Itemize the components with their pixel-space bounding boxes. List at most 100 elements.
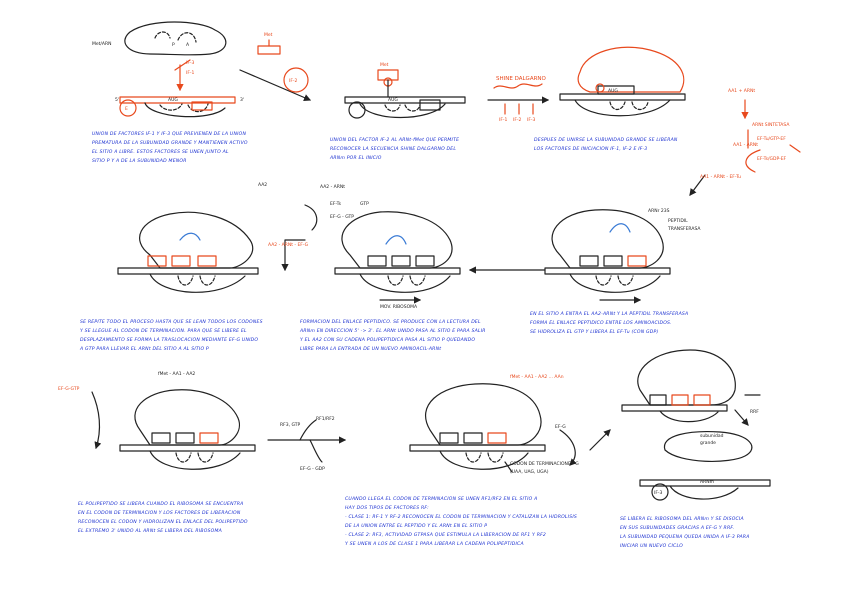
panel-5 (335, 212, 460, 300)
caption-4-line: DESPLAZAMIENTO SE FORMA LA TRASLOCACION … (80, 336, 263, 345)
caption-9-line: INICIAR UN NUEVO CICLO (620, 542, 750, 551)
caption-2: UNION DEL FACTOR IF-2 AL ARNt-fMet QUE P… (330, 136, 459, 163)
aa-trna-ef-label: AA1 - ARNt - EF-Tu (700, 174, 741, 180)
aug-label: AUG (168, 97, 178, 103)
stop-codons-label: (UAA, UAG, UGA) (510, 469, 549, 475)
aug-label-3: AUG (608, 88, 618, 94)
rrf-label: RRF (750, 409, 759, 415)
ef-tu-gtp-label: EF-Tu/GTP-EF (757, 136, 786, 142)
caption-3: DESPUES DE UNIRSE LA SUBUNIDAD GRANDE SE… (534, 136, 678, 154)
met-label-2: Met (380, 62, 389, 68)
panel-9 (622, 350, 770, 500)
caption-4-line: A GTP PARA LLEVAR EL ARNt DEL SITIO A AL… (80, 345, 263, 354)
released-if2-label: IF-2 (513, 117, 522, 123)
ef-ts-label: EF-Ts (330, 201, 342, 207)
caption-5-line: Y EL AA2 CON SU CADENA POLIPEPTIDICA PAS… (300, 336, 486, 345)
caption-6-line: SE HIDROLIZA EL GTP Y LIBERA EL EF-Tu (C… (530, 328, 688, 337)
caption-7-line: RECONOCEN EL CODON Y HIDROLIZAN EL ENLAC… (78, 518, 248, 527)
caption-2-line: RECONOCER LA SECUENCIA SHINE DALGARNO DE… (330, 145, 459, 154)
chain-long-label: fMet - AA1 - AA2 ... AAn (510, 374, 564, 380)
caption-8-line: HAY DOS TIPOS DE FACTORES RF: (345, 504, 577, 513)
aa-trna-label: AA1 - ARNt (733, 142, 758, 148)
caption-3-line: LOS FACTORES DE INICIACION IF-1, IF-2 E … (534, 145, 678, 154)
peptidyl-label: PEPTIDIL (668, 218, 688, 224)
aa2-label: AA2 (258, 182, 267, 188)
trna-synthetase-label: ARNt SINTETASA (752, 122, 790, 128)
caption-8-line: - CLASE 1: RF-1 Y RF-2 RECONOCEN EL CODO… (345, 513, 577, 522)
caption-5: FORMACION DEL ENLACE PEPTIDICO. SE PRODU… (300, 318, 486, 354)
five-prime-label: 5' (115, 97, 119, 103)
rf3-gtp-label: RF3, GTP (280, 422, 301, 428)
caption-9-line: EN SUS SUBUNIDADES GRACIAS A EF-G Y RRF. (620, 524, 750, 533)
aa2-trna-label: AA2 - ARNt (320, 184, 345, 190)
caption-8-line: DE LA UNION ENTRE EL PEPTIDO Y EL ARNt E… (345, 522, 577, 531)
panel-8 (410, 384, 545, 472)
caption-4-line: Y SE LLEGUE AL CODON DE TERMINACION. PAR… (80, 327, 263, 336)
ef-ts-gdp-label: EF-Ts/GDP-EF (757, 156, 787, 162)
shine-dalgarno-label: SHINE DALGARNO (496, 76, 547, 82)
caption-8-line: CUANDO LLEGA EL CODON DE TERMINACION SE … (345, 495, 577, 504)
stop-codon-label: CODON DE TERMINACION (510, 461, 568, 467)
met-trna-label: Met/ARN (92, 41, 112, 47)
panel-6 (118, 212, 258, 292)
caption-3-line: DESPUES DE UNIRSE LA SUBUNIDAD GRANDE SE… (534, 136, 678, 145)
mrna-free-label: ARNm (700, 479, 714, 485)
caption-5-line: ARNm EN DIRECCION 5' -> 3'. EL ARNt UNID… (300, 327, 486, 336)
panel-7 (120, 390, 255, 469)
transferase-label: TRANSFERASA (667, 226, 701, 232)
caption-5-line: LIBRE PARA LA ENTRADA DE UN NUEVO AMINOA… (300, 345, 486, 354)
aa2-trna-ef-label: AA2 - ARNt - EF-G (268, 242, 309, 248)
caption-1-line: PREMATURA DE LA SUBUNIDAD GRANDE Y MANTI… (92, 139, 248, 148)
e-site-label: E (125, 106, 128, 112)
caption-5-line: FORMACION DEL ENLACE PEPTIDICO. SE PRODU… (300, 318, 486, 327)
caption-9-line: SE LIBERA EL RIBOSOMA DEL ARNm Y SE DISO… (620, 515, 750, 524)
gtp-label: GTP (360, 201, 369, 207)
caption-6-line: FORMA EL ENLACE PEPTIDICO ENTRE LOS AMIN… (530, 319, 688, 328)
caption-7-line: EL POLIPEPTIDO SE LIBERA CUANDO EL RIBOS… (78, 500, 248, 509)
caption-6-line: EN EL SITIO A ENTRA EL AA2-ARNt Y LA PEP… (530, 310, 688, 319)
p-site-label: P (172, 42, 175, 48)
panel-4 (545, 210, 670, 300)
chain-label: fMet - AA1 - AA2 (158, 371, 195, 377)
ef-g-gtp-label: EF-G - GTP (330, 214, 354, 220)
caption-1-line: SITIO P Y A DE LA SUBUNIDAD MENOR (92, 157, 248, 166)
caption-7: EL POLIPEPTIDO SE LIBERA CUANDO EL RIBOS… (78, 500, 248, 536)
ef-g-gdp-label: EF-G - GDP (300, 466, 325, 472)
ef-g-lower-label: EF-G (568, 461, 579, 467)
three-prime-label: 3' (240, 97, 244, 103)
ef-g-gtp-left-label: EF-G-GTP (58, 386, 80, 392)
aug-label-2: AUG (388, 97, 398, 103)
caption-6: EN EL SITIO A ENTRA EL AA2-ARNt Y LA PEP… (530, 310, 688, 337)
caption-7-line: EL EXTREMO 3' UNIDO AL ARNt SE LIBERA DE… (78, 527, 248, 536)
rf1-rf2-label: RF1/RF2 (316, 416, 335, 422)
a-site-label: A (186, 42, 190, 48)
caption-8: CUANDO LLEGA EL CODON DE TERMINACION SE … (345, 495, 577, 549)
caption-1-line: UNION DE FACTORES IF-1 Y IF-3 QUE PREVIE… (92, 130, 248, 139)
if3-end-label: IF-3 (654, 490, 663, 496)
caption-9: SE LIBERA EL RIBOSOMA DEL ARNm Y SE DISO… (620, 515, 750, 551)
if3-label: IF-3 (186, 60, 195, 66)
caption-4: SE REPITE TODO EL PROCESO HASTA QUE SE L… (80, 318, 263, 354)
caption-2-line: UNION DEL FACTOR IF-2 AL ARNt-fMet QUE P… (330, 136, 459, 145)
rrna-23s-label: ARNr 23S (648, 208, 670, 214)
if1-label: IF-1 (186, 70, 195, 76)
large-label: grande (700, 440, 716, 446)
panel-3 (560, 47, 685, 116)
caption-2-line: ARNm POR EL INICIO (330, 154, 459, 163)
met-label: Met (264, 32, 273, 38)
released-if1-label: IF-1 (499, 117, 508, 123)
caption-8-line: Y SE UNEN A LOS DE CLASE 1 PARA LIBERAR … (345, 540, 577, 549)
caption-1-line: EL SITIO A LIBRE. ESTOS FACTORES SE UNEN… (92, 148, 248, 157)
panel-2 (345, 70, 465, 118)
released-if3-label: IF-3 (527, 117, 536, 123)
caption-9-line: LA SUBUNIDAD PEQUENA QUEDA UNIDA A IF-3 … (620, 533, 750, 542)
ribosome-movement-label: MOV. RIBOSOMA (380, 304, 418, 310)
if2-label: IF-2 (289, 78, 298, 84)
subunit-label: subunidad (700, 433, 724, 439)
caption-4-line: SE REPITE TODO EL PROCESO HASTA QUE SE L… (80, 318, 263, 327)
aa-trna-top-label: AA1 + ARNt (728, 88, 755, 94)
ef-g-label: EF-G (555, 424, 566, 430)
caption-7-line: EN EL CODON DE TERMINACION Y LOS FACTORE… (78, 509, 248, 518)
caption-1: UNION DE FACTORES IF-1 Y IF-3 QUE PREVIE… (92, 130, 248, 166)
caption-8-line: - CLASE 2: RF3, ACTIVIDAD GTPASA QUE EST… (345, 531, 577, 540)
